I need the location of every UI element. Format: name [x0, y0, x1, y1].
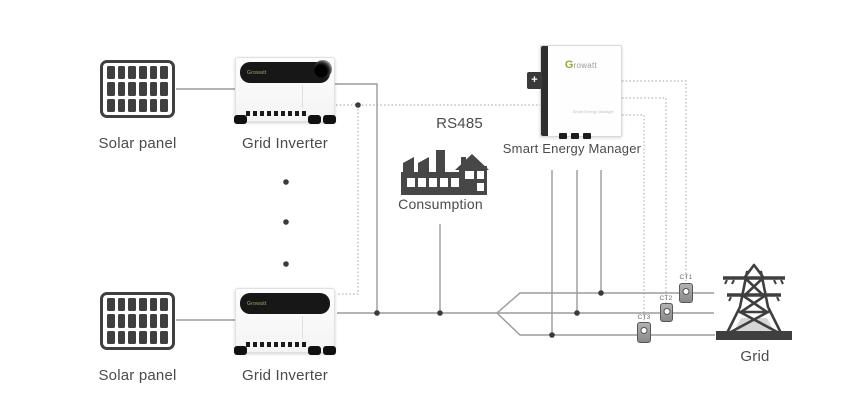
ct1-cable — [622, 80, 687, 284]
sem-faceplate-text: Smart Energy Manager — [572, 109, 614, 114]
solar-panel-bottom-icon — [100, 292, 175, 350]
grid-inverter-bottom-label: Grid Inverter — [242, 367, 328, 384]
inverter-terminals — [246, 111, 308, 116]
ct3-label: CT3 — [637, 314, 651, 321]
solar-panel-top-label: Solar panel — [98, 135, 177, 152]
consumption-label: Consumption — [398, 196, 483, 212]
mount-bracket-icon: + — [527, 72, 542, 89]
solar-panel-top-icon — [100, 60, 175, 118]
growatt-logo: Growatt — [247, 300, 267, 307]
solar-panel-bottom-label: Solar panel — [98, 367, 177, 384]
smart-energy-manager-label: Smart Energy Manager — [502, 141, 642, 156]
rs485-label: RS485 — [436, 115, 483, 132]
ct1-sensor-icon — [679, 283, 693, 303]
ct2-label: CT2 — [659, 295, 673, 302]
grid-tower-icon — [714, 262, 794, 349]
grid-inverter-top-icon: Growatt — [234, 57, 336, 124]
inverter-front-band: Growatt — [240, 293, 330, 314]
inverter-dial-icon — [314, 59, 332, 78]
sem-ports — [559, 133, 591, 139]
ct1-label: CT1 — [679, 274, 693, 281]
consumption-icon — [399, 147, 493, 202]
inverter-front-band: Growatt — [240, 62, 330, 83]
ct2-sensor-icon — [660, 303, 673, 322]
inverter-top-ac-line — [335, 83, 378, 313]
grid-inverter-top-label: Grid Inverter — [242, 135, 328, 152]
more-inverters-ellipsis — [283, 179, 289, 267]
rs485-daisychain-line — [338, 105, 359, 295]
inverter-terminals — [246, 342, 308, 347]
ct2-cable — [622, 97, 667, 304]
growatt-logo: Growatt — [247, 69, 267, 76]
grid-phase-bottom-line — [496, 312, 715, 336]
ct3-sensor-icon — [637, 322, 651, 343]
smart-energy-manager-icon: + Growatt Smart Energy Manager — [527, 45, 622, 139]
growatt-logo: Growatt — [564, 59, 598, 71]
grid-label: Grid — [740, 348, 770, 365]
sem-side-bracket — [541, 46, 548, 136]
grid-inverter-bottom-icon: Growatt — [234, 288, 336, 355]
